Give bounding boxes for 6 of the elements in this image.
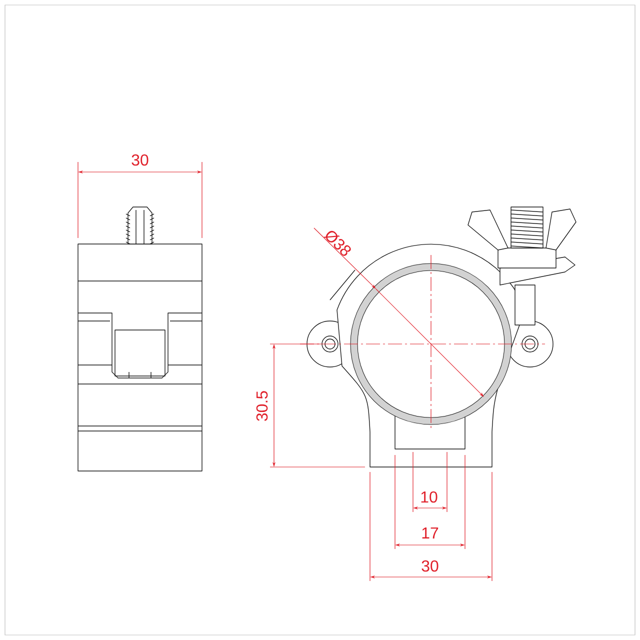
dimension-label: 30 bbox=[422, 560, 438, 572]
dimension-label: 10 bbox=[421, 491, 438, 503]
dimension-label: 30 bbox=[132, 154, 148, 166]
dimension-label: 30.5 bbox=[256, 391, 268, 421]
dimension-label: 17 bbox=[422, 528, 438, 538]
dimension-label: Ø38 bbox=[324, 230, 351, 256]
